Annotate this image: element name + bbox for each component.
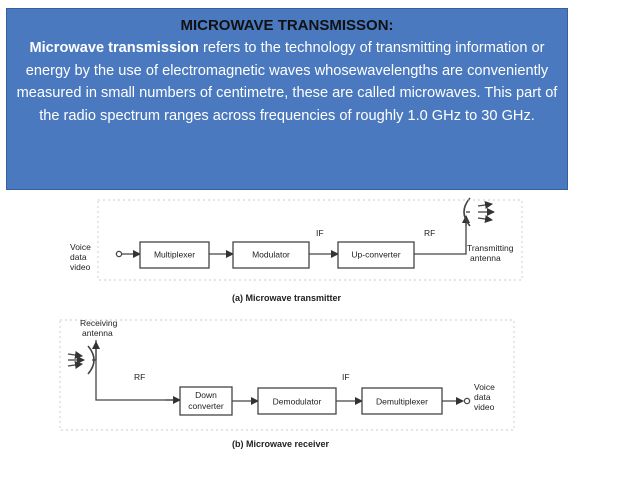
tx-if-label: IF xyxy=(316,228,324,238)
upconverter-block xyxy=(337,241,415,269)
multiplexer-block xyxy=(139,241,210,269)
rx-if-label: IF xyxy=(342,372,350,382)
rx-antenna-label-2: antenna xyxy=(82,328,113,338)
rx-output-terminal xyxy=(463,397,471,405)
rx-rf-label: RF xyxy=(134,372,145,382)
upconverter-label: Up-converter xyxy=(351,250,400,260)
description-textbox: MICROWAVE TRANSMISSON: Microwave transmi… xyxy=(6,8,568,190)
microwave-block-diagram: Voice data video Multiplexer Modulator U… xyxy=(59,197,523,449)
demodulator-label: Demodulator xyxy=(273,397,322,407)
demultiplexer-label: Demultiplexer xyxy=(376,397,428,407)
down-converter-label-2: converter xyxy=(188,401,224,411)
description-paragraph: Microwave transmission refers to the tec… xyxy=(15,37,559,127)
down-converter-label-1: Down xyxy=(195,390,217,400)
tx-rf-label: RF xyxy=(424,228,435,238)
tx-input-terminal xyxy=(115,250,123,258)
description-text: refers to the technology of transmitting… xyxy=(16,40,558,124)
tx-input-label-voice: Voice xyxy=(70,242,91,252)
tx-input-label-video: video xyxy=(70,262,91,272)
rx-output-label-video: video xyxy=(474,402,495,412)
transmitter-labels: Voice data video Multiplexer Modulator U… xyxy=(70,228,514,303)
rx-output-label-data: data xyxy=(474,392,491,402)
rx-output-label-voice: Voice xyxy=(474,382,495,392)
tx-antenna-label-2: antenna xyxy=(470,253,501,263)
modulator-block xyxy=(232,241,310,269)
description-bold-term: Microwave transmission xyxy=(29,40,199,56)
tx-antenna-label-1: Transmitting xyxy=(467,243,514,253)
receiver-labels: Receiving antenna RF IF Down converter D… xyxy=(80,318,495,449)
receiver-diagram xyxy=(59,319,515,431)
tx-input-label-data: data xyxy=(70,252,87,262)
rx-caption: (b) Microwave receiver xyxy=(232,439,330,449)
tx-caption: (a) Microwave transmitter xyxy=(232,293,342,303)
transmitter-diagram xyxy=(97,197,523,281)
multiplexer-label: Multiplexer xyxy=(154,250,195,260)
demultiplexer-block xyxy=(361,387,443,415)
rx-antenna-label-1: Receiving xyxy=(80,318,118,328)
slide-title: MICROWAVE TRANSMISSON: xyxy=(180,17,394,34)
down-converter-block xyxy=(179,386,233,416)
modulator-label: Modulator xyxy=(252,250,290,260)
